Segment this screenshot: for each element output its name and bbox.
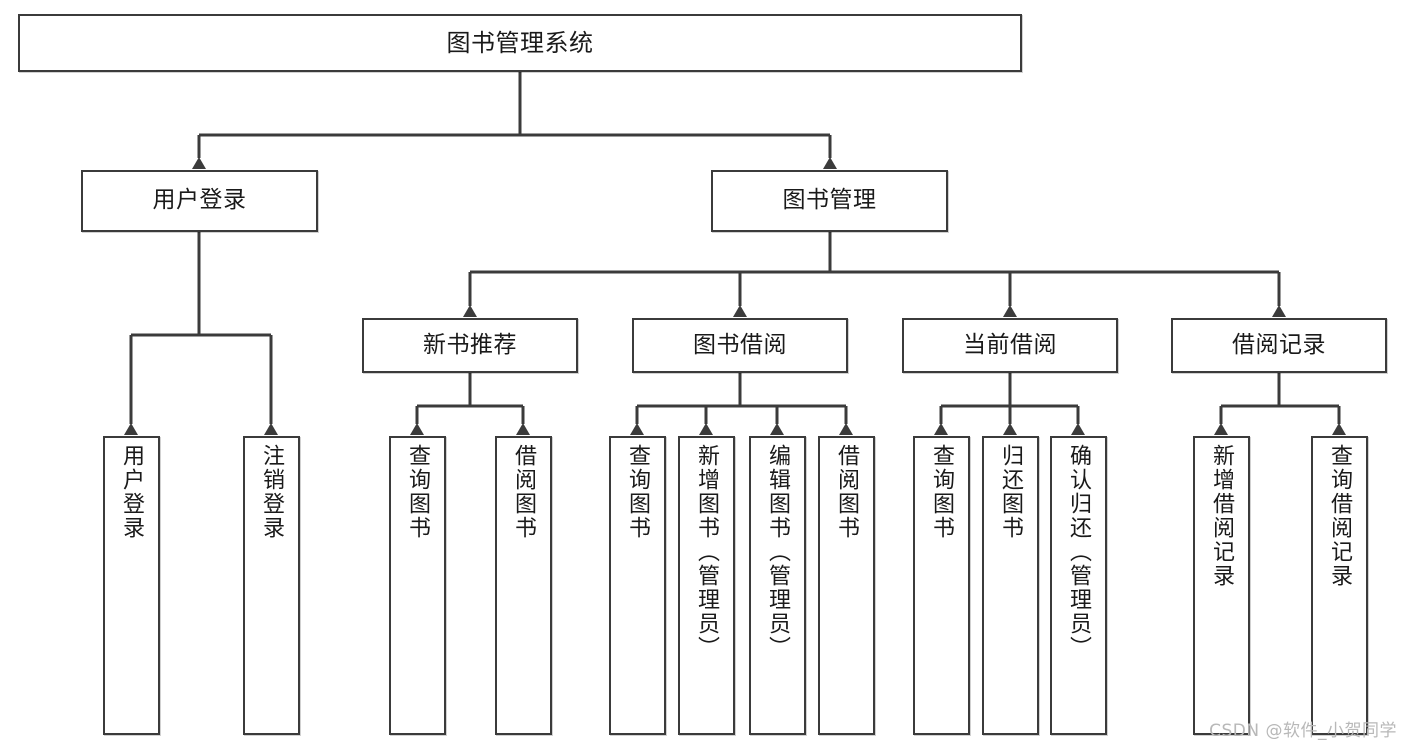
node-label: 归还图书 bbox=[998, 444, 1024, 540]
node-leaf-query-book-current[interactable]: 查询图书 bbox=[913, 436, 970, 735]
node-label: 新增借阅记录 bbox=[1209, 444, 1235, 588]
node-leaf-query-borrow-record[interactable]: 查询借阅记录 bbox=[1311, 436, 1368, 735]
node-label: 新书推荐 bbox=[423, 331, 517, 358]
node-leaf-borrow-book[interactable]: 借阅图书 bbox=[818, 436, 875, 735]
node-leaf-return-book[interactable]: 归还图书 bbox=[982, 436, 1039, 735]
node-label: 编辑图书（管理员） bbox=[765, 444, 791, 660]
node-label: 借阅图书 bbox=[511, 444, 537, 540]
node-label: 图书借阅 bbox=[693, 331, 787, 358]
node-leaf-edit-book-admin[interactable]: 编辑图书（管理员） bbox=[749, 436, 806, 735]
node-book-management[interactable]: 图书管理 bbox=[711, 170, 948, 232]
node-leaf-add-borrow-record[interactable]: 新增借阅记录 bbox=[1193, 436, 1250, 735]
node-label: 图书管理系统 bbox=[446, 28, 594, 57]
node-leaf-add-book-admin[interactable]: 新增图书（管理员） bbox=[678, 436, 735, 735]
node-label: 查询借阅记录 bbox=[1327, 444, 1353, 588]
node-new-book-recommendation[interactable]: 新书推荐 bbox=[362, 318, 578, 373]
node-leaf-confirm-return-admin[interactable]: 确认归还（管理员） bbox=[1050, 436, 1107, 735]
node-leaf-query-book-recommendation[interactable]: 查询图书 bbox=[389, 436, 446, 735]
node-label: 查询图书 bbox=[625, 444, 651, 540]
node-label: 借阅图书 bbox=[834, 444, 860, 540]
node-book-borrow[interactable]: 图书借阅 bbox=[632, 318, 848, 373]
node-label: 借阅记录 bbox=[1232, 331, 1326, 358]
node-label: 新增图书（管理员） bbox=[694, 444, 720, 660]
node-leaf-borrow-book-recommendation[interactable]: 借阅图书 bbox=[495, 436, 552, 735]
node-user-login[interactable]: 用户登录 bbox=[81, 170, 318, 232]
node-leaf-user-logout[interactable]: 注销登录 bbox=[243, 436, 300, 735]
node-root-book-management-system[interactable]: 图书管理系统 bbox=[18, 14, 1022, 72]
node-leaf-user-login[interactable]: 用户登录 bbox=[103, 436, 160, 735]
node-borrow-record[interactable]: 借阅记录 bbox=[1171, 318, 1387, 373]
node-label: 当前借阅 bbox=[963, 331, 1057, 358]
node-leaf-query-book-borrow[interactable]: 查询图书 bbox=[609, 436, 666, 735]
watermark: CSDN @软件_小贺同学 bbox=[1209, 721, 1397, 741]
node-label: 确认归还（管理员） bbox=[1066, 444, 1092, 660]
node-label: 用户登录 bbox=[119, 444, 145, 540]
node-label: 查询图书 bbox=[929, 444, 955, 540]
node-label: 用户登录 bbox=[152, 187, 247, 214]
node-label: 查询图书 bbox=[405, 444, 431, 540]
node-current-borrow[interactable]: 当前借阅 bbox=[902, 318, 1118, 373]
node-label: 图书管理 bbox=[782, 187, 877, 214]
node-label: 注销登录 bbox=[259, 444, 285, 540]
